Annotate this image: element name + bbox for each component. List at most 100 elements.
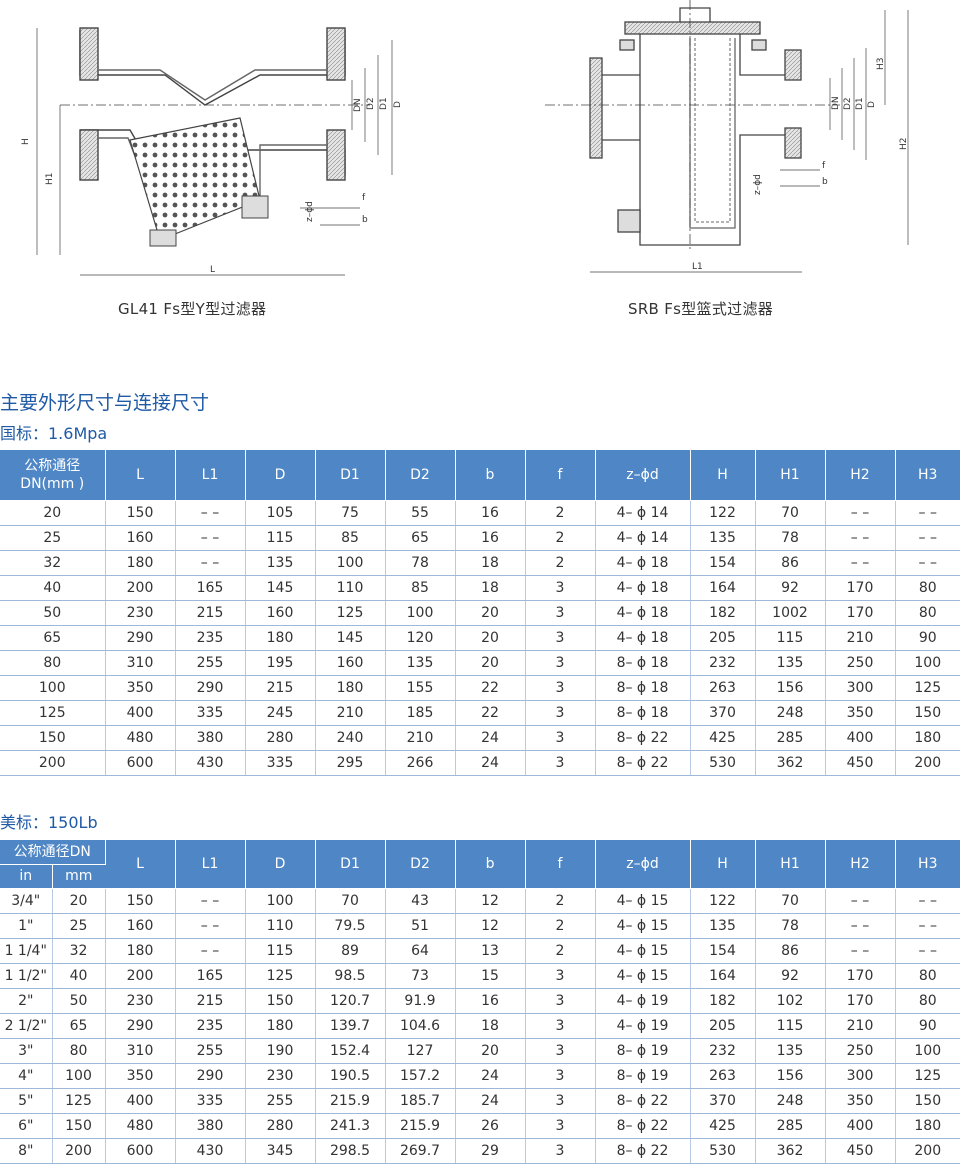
table-cell: 8– ϕ 22 — [595, 750, 691, 776]
table-cell: 154 — [690, 550, 756, 576]
ansi-header-8: H — [690, 840, 756, 889]
table-cell: 190.5 — [315, 1063, 386, 1089]
table-cell: 180 — [105, 550, 176, 576]
table-cell: 79.5 — [315, 913, 386, 939]
table-cell: 8– ϕ 19 — [595, 1063, 691, 1089]
table-cell: 3 — [525, 1063, 596, 1089]
table-cell: 20 — [455, 600, 526, 626]
table-cell: 245 — [245, 700, 316, 726]
ansi-header-11: H3 — [895, 840, 960, 889]
table-cell: 105 — [245, 500, 316, 526]
table-cell: – – — [825, 500, 896, 526]
table-cell: 205 — [690, 625, 756, 651]
table-cell: 200 — [52, 1138, 106, 1164]
dim-h1-label: H1 — [45, 173, 55, 186]
table-cell: 4– ϕ 15 — [595, 913, 691, 939]
table-cell: 32 — [0, 550, 106, 576]
table-cell: 125 — [245, 963, 316, 989]
table-cell: 4– ϕ 18 — [595, 550, 691, 576]
table-cell: 4– ϕ 14 — [595, 525, 691, 551]
dim-d1-label: D1 — [379, 97, 389, 110]
table-cell: 530 — [690, 750, 756, 776]
table-cell: 255 — [175, 650, 246, 676]
table-cell: 98.5 — [315, 963, 386, 989]
table-cell: 164 — [690, 963, 756, 989]
table-cell: 290 — [175, 1063, 246, 1089]
table-cell: 65 — [385, 525, 456, 551]
table-cell: 4– ϕ 19 — [595, 1013, 691, 1039]
table-cell: 300 — [825, 1063, 896, 1089]
table-cell: 86 — [755, 938, 826, 964]
table-cell: 154 — [690, 938, 756, 964]
gb-table-title: 国标：1.6Mpa — [0, 424, 108, 443]
table-cell: 185 — [385, 700, 456, 726]
table-cell: 266 — [385, 750, 456, 776]
basket-filter-caption: SRB Fs型篮式过滤器 — [628, 300, 774, 318]
table-cell: 250 — [825, 650, 896, 676]
ansi-header-in: in — [0, 864, 53, 889]
table-cell: 160 — [315, 650, 386, 676]
table-cell: 80 — [895, 600, 960, 626]
table-cell: 215 — [245, 675, 316, 701]
table-cell: 3 — [525, 725, 596, 751]
ansi-header-3: D1 — [315, 840, 386, 889]
table-cell: 40 — [52, 963, 106, 989]
table-cell: – – — [895, 938, 960, 964]
table-cell: 115 — [755, 625, 826, 651]
y-filter-caption: GL41 Fs型Y型过滤器 — [118, 300, 267, 318]
table-cell: 160 — [245, 600, 316, 626]
table-cell: 1 1/4" — [0, 938, 53, 964]
dim-h3-label: H3 — [876, 58, 886, 71]
table-cell: 20 — [455, 1038, 526, 1064]
ansi-header-7: z–ϕd — [595, 840, 691, 889]
table-cell: 335 — [175, 700, 246, 726]
table-cell: 150 — [0, 725, 106, 751]
table-cell: 110 — [315, 575, 386, 601]
table-cell: 530 — [690, 1138, 756, 1164]
table-cell: 400 — [825, 725, 896, 751]
table-cell: 22 — [455, 700, 526, 726]
table-cell: 280 — [245, 725, 316, 751]
table-cell: 20 — [455, 650, 526, 676]
gb-header-3: D1 — [315, 450, 386, 501]
table-cell: 125 — [0, 700, 106, 726]
table-cell: 157.2 — [385, 1063, 456, 1089]
table-cell: 100 — [245, 888, 316, 914]
table-cell: 182 — [690, 988, 756, 1014]
table-cell: – – — [895, 500, 960, 526]
table-cell: 285 — [755, 1113, 826, 1139]
dim-b-label-2: b — [822, 177, 828, 187]
table-cell: 75 — [315, 500, 386, 526]
table-cell: 139.7 — [315, 1013, 386, 1039]
table-cell: 4" — [0, 1063, 53, 1089]
table-cell: 4– ϕ 18 — [595, 625, 691, 651]
table-cell: – – — [175, 550, 246, 576]
table-cell: 290 — [175, 675, 246, 701]
table-cell: 232 — [690, 1038, 756, 1064]
table-cell: 85 — [385, 575, 456, 601]
dim-l-label: L — [210, 265, 215, 275]
table-cell: 180 — [245, 1013, 316, 1039]
table-cell: 450 — [825, 1138, 896, 1164]
table-cell: 8– ϕ 22 — [595, 1113, 691, 1139]
table-cell: 90 — [895, 625, 960, 651]
table-cell: 182 — [690, 600, 756, 626]
table-cell: 156 — [755, 675, 826, 701]
table-cell: 180 — [105, 938, 176, 964]
table-cell: 8– ϕ 18 — [595, 650, 691, 676]
table-cell: 215 — [175, 600, 246, 626]
table-cell: 3 — [525, 1038, 596, 1064]
table-cell: 135 — [755, 1038, 826, 1064]
gb-header-2: D — [245, 450, 316, 501]
table-cell: 25 — [0, 525, 106, 551]
table-cell: 285 — [755, 725, 826, 751]
